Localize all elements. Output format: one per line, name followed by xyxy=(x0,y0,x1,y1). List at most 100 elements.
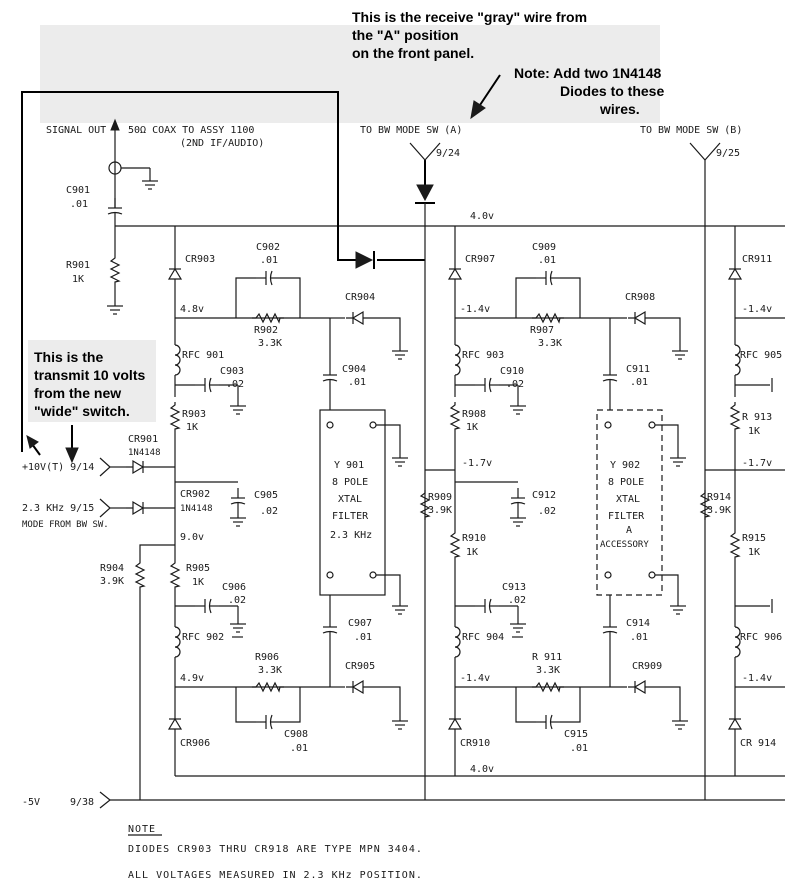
svg-text:CR905: CR905 xyxy=(345,661,375,672)
svg-text:C909: C909 xyxy=(532,242,556,253)
svg-text:CR909: CR909 xyxy=(632,661,662,672)
svg-text:C915: C915 xyxy=(564,729,588,740)
svg-text:the "A" position: the "A" position xyxy=(352,27,459,43)
svg-text:C905: C905 xyxy=(254,490,278,501)
cr914: CR 914 xyxy=(728,711,776,749)
svg-text:Note: Add two 1N4148: Note: Add two 1N4148 xyxy=(514,65,661,81)
svg-text:C907: C907 xyxy=(348,618,372,629)
svg-text:RFC 903: RFC 903 xyxy=(462,350,504,361)
svg-text:1K: 1K xyxy=(748,547,760,558)
r907: R907 3.3K xyxy=(530,313,565,349)
bw-mode-a-label: TO BW MODE SW (A) xyxy=(360,125,462,136)
svg-text:MODE FROM BW SW.: MODE FROM BW SW. xyxy=(22,520,109,530)
svg-text:.01: .01 xyxy=(630,632,648,643)
svg-text:FILTER: FILTER xyxy=(608,511,645,522)
c910: C910 .02 xyxy=(455,366,527,415)
svg-text:.02: .02 xyxy=(228,595,246,606)
r910: R910 1K xyxy=(450,529,486,561)
svg-text:3.3K: 3.3K xyxy=(258,665,282,676)
svg-text:R901: R901 xyxy=(66,260,90,271)
svg-text:3.3K: 3.3K xyxy=(258,338,282,349)
svg-text:.01: .01 xyxy=(70,199,88,210)
r902: R902 3.3K xyxy=(251,313,285,349)
svg-text:RFC 901: RFC 901 xyxy=(182,350,224,361)
svg-text:R907: R907 xyxy=(530,325,554,336)
svg-text:3.9K: 3.9K xyxy=(707,505,731,516)
r901: R901 1K xyxy=(66,254,120,286)
bw-a-wire xyxy=(409,142,441,800)
cr910: CR910 xyxy=(448,711,490,749)
svg-text:3.3K: 3.3K xyxy=(538,338,562,349)
svg-text:C912: C912 xyxy=(532,490,556,501)
svg-text:ACCESSORY: ACCESSORY xyxy=(600,540,649,550)
svg-text:.02: .02 xyxy=(538,506,556,517)
svg-text:C914: C914 xyxy=(626,618,650,629)
rfc901: RFC 901 xyxy=(174,344,224,376)
r904: R904 3.9K xyxy=(100,544,175,800)
bw-mode-b-label: TO BW MODE SW (B) xyxy=(640,125,742,136)
c909: C909 .01 xyxy=(515,242,581,318)
svg-text:C903: C903 xyxy=(220,366,244,377)
svg-text:C904: C904 xyxy=(342,364,366,375)
svg-text:wires.: wires. xyxy=(599,101,640,117)
annotation-transmit: This is the transmit 10 volts from the n… xyxy=(34,349,145,419)
svg-text:8 POLE: 8 POLE xyxy=(332,477,368,488)
svg-text:R904: R904 xyxy=(100,563,124,574)
c914: C914 .01 xyxy=(602,595,650,687)
svg-text:"wide" switch.: "wide" switch. xyxy=(34,403,130,419)
svg-text:RFC 905: RFC 905 xyxy=(740,350,782,361)
voltage-top: 4.0v xyxy=(470,211,494,222)
svg-text:1K: 1K xyxy=(192,577,204,588)
svg-text:CR910: CR910 xyxy=(460,738,490,749)
svg-text:from the new: from the new xyxy=(34,385,121,401)
svg-text:XTAL: XTAL xyxy=(338,494,362,505)
cr906: CR906 xyxy=(168,711,210,749)
c908: C908 .01 xyxy=(235,687,308,754)
annotation-panel-top xyxy=(40,25,660,123)
if-audio-label: (2ND IF/AUDIO) xyxy=(180,138,264,149)
y902-filter: Y 902 8 POLE XTAL FILTER A ACCESSORY xyxy=(596,409,687,615)
r908: R908 1K xyxy=(450,401,486,433)
svg-text:RFC 904: RFC 904 xyxy=(462,632,504,643)
svg-text:1K: 1K xyxy=(466,422,478,433)
svg-text:CR903: CR903 xyxy=(185,254,215,265)
svg-text:1K: 1K xyxy=(72,274,84,285)
svg-text:RFC 906: RFC 906 xyxy=(740,632,782,643)
svg-text:R909: R909 xyxy=(428,492,452,503)
svg-text:R903: R903 xyxy=(182,409,206,420)
c907: C907 .01 xyxy=(322,595,372,687)
svg-text:R914: R914 xyxy=(707,492,731,503)
r905: R905 1K xyxy=(170,559,210,591)
voltage-m17b: -1.7v xyxy=(742,458,772,469)
svg-text:CR906: CR906 xyxy=(180,738,210,749)
svg-text:CR 914: CR 914 xyxy=(740,738,776,749)
cr908: CR908 xyxy=(610,292,689,360)
svg-text:This is the receive "gray" wir: This is the receive "gray" wire from xyxy=(352,9,587,25)
svg-text:-5V: -5V xyxy=(22,797,40,808)
input-10v: +10V(T) 9/14 CR901 1N4148 xyxy=(22,434,175,477)
bw-b-wire xyxy=(689,142,721,800)
annotation-diodes-note: Note: Add two 1N4148 Diodes to these wir… xyxy=(514,65,664,117)
svg-text:.01: .01 xyxy=(538,255,556,266)
svg-text:C910: C910 xyxy=(500,366,524,377)
svg-text:Y 902: Y 902 xyxy=(610,460,640,471)
cr905: CR905 xyxy=(330,661,409,730)
voltage-bottom: 4.0v xyxy=(470,764,494,775)
svg-text:transmit 10 volts: transmit 10 volts xyxy=(34,367,145,383)
svg-text:R 913: R 913 xyxy=(742,412,772,423)
voltage-m14c: -1.4v xyxy=(742,304,772,315)
svg-text:R905: R905 xyxy=(186,563,210,574)
svg-text:2.3 KHz 9/15: 2.3 KHz 9/15 xyxy=(22,503,94,514)
svg-text:2.3 KHz: 2.3 KHz xyxy=(330,530,372,541)
annotation-gray-wire: This is the receive "gray" wire from the… xyxy=(352,9,587,61)
rfc905: RFC 905 xyxy=(734,344,782,376)
svg-text:3.9K: 3.9K xyxy=(100,576,124,587)
svg-text:R910: R910 xyxy=(462,533,486,544)
svg-text:.01: .01 xyxy=(630,377,648,388)
c915: C915 .01 xyxy=(515,687,588,754)
voltage-48: 4.8v xyxy=(180,304,204,315)
svg-text:1K: 1K xyxy=(748,426,760,437)
rfc902: RFC 902 xyxy=(174,626,243,658)
svg-text:.01: .01 xyxy=(348,377,366,388)
